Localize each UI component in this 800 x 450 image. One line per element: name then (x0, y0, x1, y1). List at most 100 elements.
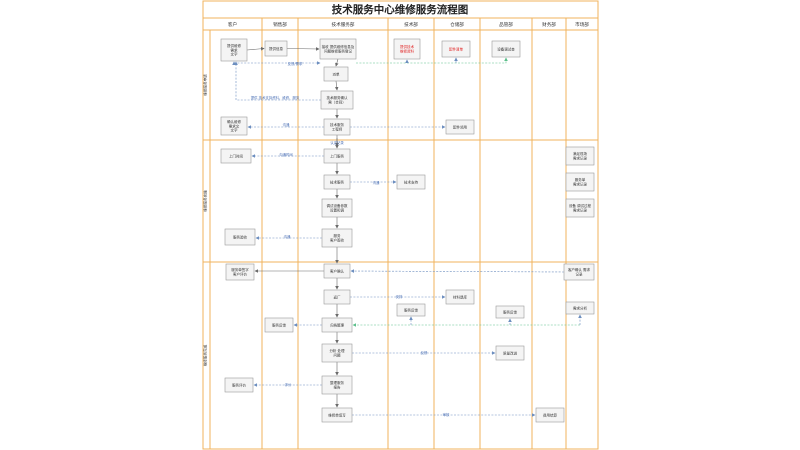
node-text: 费用结算 (543, 412, 557, 417)
node-text: 服务单签字 (231, 267, 249, 272)
swimlanes: 客户销售部技术服务部技术部仓储部品管部财务部市场部 (228, 18, 589, 449)
node-n_cust_onsite: 上门时间 (220, 148, 252, 164)
lane-header-c1: 销售部 (273, 21, 287, 28)
node-text: 客户签收 (330, 237, 344, 242)
node-n_tech_follow: 服务反馈 (396, 303, 426, 317)
lane-header-c6: 财务部 (542, 21, 556, 28)
node-n_ts_return: 返厂 (323, 289, 351, 305)
node-n_ts_custconfirm: 客户确认 (323, 263, 351, 279)
node-n_ts_bill: 维修单填写 (321, 407, 353, 423)
node-box (220, 148, 252, 164)
node-box (565, 198, 595, 218)
arrow-confirm-back (234, 61, 321, 101)
node-box (441, 40, 471, 58)
arrow-custreq-sales (246, 46, 265, 51)
node-n_sales_follow: 服务反馈 (264, 317, 294, 333)
node-text: 材料退库 (453, 294, 467, 299)
node-text: 配件清单 (449, 46, 463, 51)
node-box (495, 345, 525, 361)
node-n_cust_rate: 服务评价 (224, 377, 254, 393)
phase-label-p1: 维修服务申请 (203, 74, 208, 96)
node-n_qc_follow: 服务反馈 (495, 305, 525, 319)
node-text: 维修单填写 (328, 412, 346, 417)
node-box (396, 303, 426, 317)
lane-header-c5: 品管部 (499, 21, 513, 28)
node-text: 服务反馈 (272, 322, 286, 327)
node-text: 文字 (231, 52, 238, 57)
arrow-dispatch-confirm (334, 80, 339, 91)
node-box (321, 317, 353, 333)
node-box (321, 198, 353, 218)
node-box (264, 40, 288, 57)
node-box (565, 172, 595, 192)
lane-header-c3: 技术部 (404, 21, 418, 28)
node-box (491, 40, 521, 58)
node-box (535, 407, 565, 423)
node-n_fin_settle: 费用结算 (535, 407, 565, 423)
node-text: 客户评价 (233, 271, 247, 276)
node-text: 调试设备参数 (327, 203, 348, 208)
node-text: 服务反馈 (503, 309, 517, 314)
node-box (220, 38, 248, 62)
edge-label-e_feedback: 提供 技术支持资料、维修、服务 (251, 95, 300, 100)
node-box (565, 146, 595, 166)
lane-header-c4: 仓储部 (450, 21, 464, 28)
node-text: 派单 (333, 71, 341, 76)
node-text: 设备 调试过程 (569, 203, 592, 208)
node-text: 服务 (334, 233, 342, 238)
diagram-title: 技术服务中心维修服务流程图 (332, 3, 469, 16)
node-n_ts_archive: 归档整理 (321, 317, 353, 333)
node-text: 归档整理 (330, 322, 344, 327)
node-box (393, 38, 421, 60)
node-text: 客户确认 (330, 268, 344, 273)
node-text: 需求 (231, 47, 238, 52)
node-text: 接收 提供维修信息及 (322, 44, 355, 49)
arrow-green-top (356, 57, 508, 64)
node-text: 服务评价 (232, 382, 246, 387)
node-text: 需求文 (229, 123, 240, 128)
node-n_mkt_e: 需求分析 (565, 301, 595, 315)
node-text: 文字 (231, 128, 238, 133)
node-n_cust_eval: 服务验收 (224, 228, 256, 246)
edge-label-e_eval: 沟通 (284, 234, 291, 239)
node-n_ts_onsite: 上门服务 (323, 148, 351, 164)
node-text: 上门服务 (330, 153, 344, 158)
node-text: 需（合同） (328, 99, 346, 104)
edge-label-e_rate: 评价 (285, 382, 292, 387)
node-box (565, 301, 595, 315)
node-n_ts_dispatch: 派单 (323, 66, 349, 82)
node-text: 配件领用 (453, 124, 467, 129)
node-box (321, 375, 353, 395)
node-text: 设备调试查 (497, 46, 515, 51)
node-text: 维修资料 (400, 48, 414, 53)
node-n_qc_quality: 质量改进 (495, 345, 525, 361)
lane-header-c0: 客户 (228, 21, 237, 28)
node-box (323, 289, 351, 305)
node-text: 服务反馈 (404, 307, 418, 312)
node-box (321, 343, 353, 363)
node-n_tech_support: 技术支持 (396, 174, 426, 190)
node-text: 分析 处理 (329, 348, 345, 353)
node-n_qc_check: 设备调试查 (491, 40, 521, 58)
arrow-receive-dispatch (335, 58, 339, 67)
node-box (323, 118, 351, 136)
edge-label-e_support: 沟通 (373, 180, 380, 185)
phase-label-p2: 维修服务实施 (203, 190, 208, 212)
node-text: 返厂 (334, 294, 342, 299)
node-text: 服务单 (575, 177, 586, 182)
edge-label-e_sign: 认定记录 (330, 140, 344, 145)
edge-label-e_quality: 反馈 (421, 350, 428, 355)
edge-label-e_notify: 反馈/需求 (288, 61, 303, 66)
process-nodes: 提供维修需求文字提供信息接收 提供维修信息及问题维修服务登记提供技术维修资料配件… (220, 38, 595, 423)
node-text: 需求记录 (573, 207, 587, 212)
node-n_wh_return: 材料退库 (445, 289, 475, 305)
node-text: 提供维修 (227, 43, 241, 48)
